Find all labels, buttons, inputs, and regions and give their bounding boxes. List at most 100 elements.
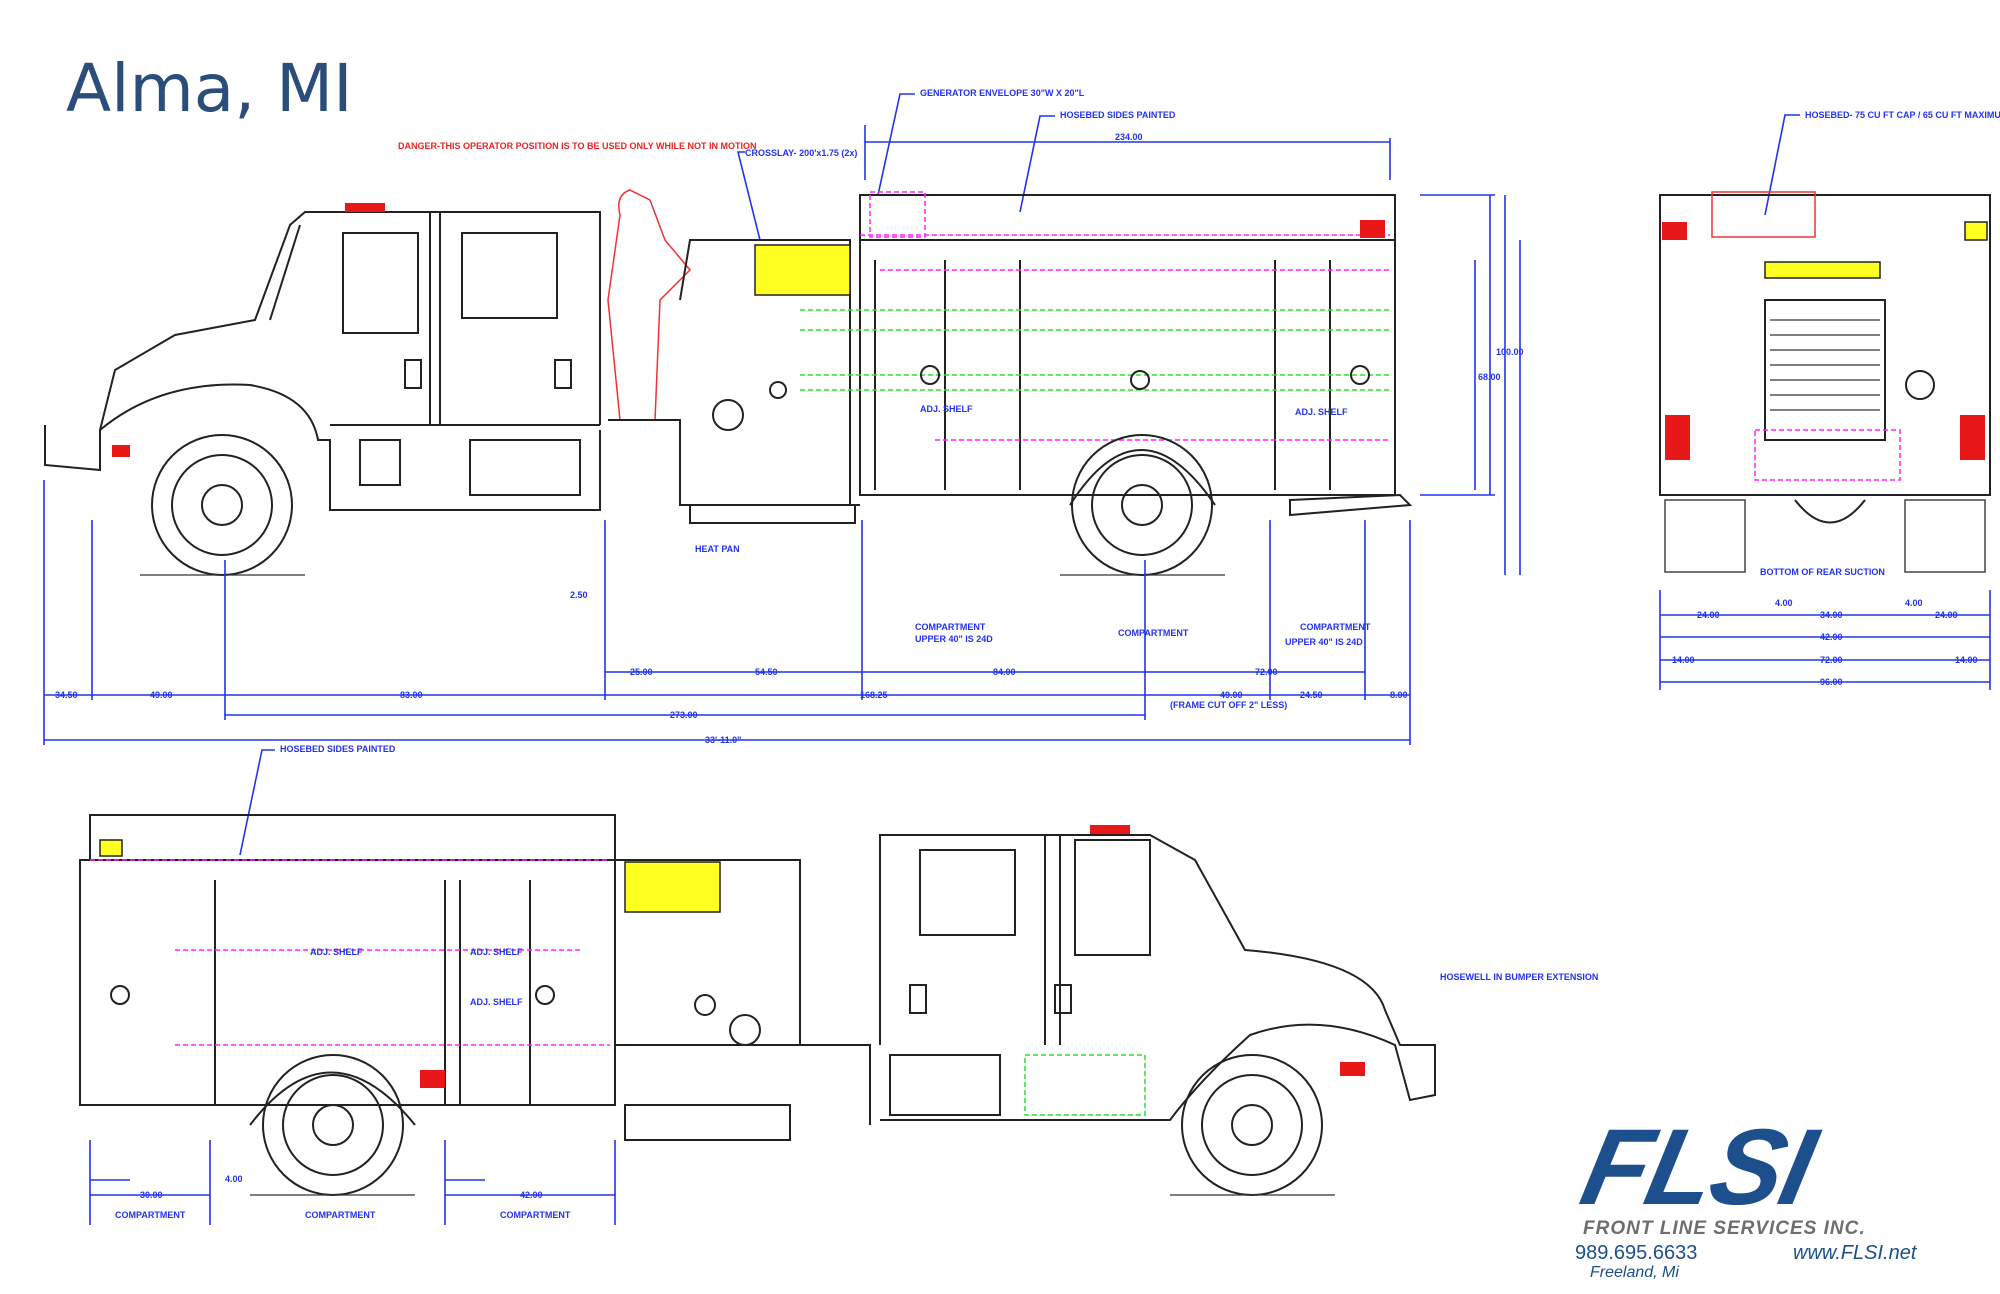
dimension-label: 24.00 [1935, 610, 1958, 620]
drawing-line [1770, 319, 1880, 411]
drawing-line [469, 439, 581, 496]
dimension-label: 25.00 [630, 667, 653, 677]
dimension-label: ADJ. SHELF [470, 947, 523, 957]
dimension-label: (FRAME CUT OFF 2" LESS) [1170, 700, 1287, 710]
drawing-line [90, 859, 610, 1046]
dimension-label: 4.00 [1905, 598, 1923, 608]
drawing-line [1360, 220, 1385, 238]
dimension-label: COMPARTMENT [1118, 628, 1189, 638]
drawing-line [1289, 493, 1413, 517]
drawing-line [859, 194, 1396, 496]
drawing-line [729, 1014, 761, 1046]
location: Freeland, Mi [1590, 1264, 1679, 1281]
drawing-line [800, 309, 1390, 391]
dimension-label: HEAT PAN [695, 544, 740, 554]
drawing-line [1054, 984, 1072, 1014]
drawing-line [769, 381, 787, 399]
drawing-line [879, 834, 1436, 1121]
drawing-line [99, 383, 601, 511]
company-name: FRONT LINE SERVICES INC. [1583, 1218, 1866, 1239]
drawing-line [1074, 839, 1151, 956]
dimension-label: BOTTOM OF REAR SUCTION [1760, 567, 1885, 577]
drawing-line [1764, 114, 1800, 216]
front-wheel-bottom [1181, 1054, 1323, 1196]
dimension-label: 24.50 [1300, 690, 1323, 700]
dimension-label: 24.00 [1697, 610, 1720, 620]
drawing-line [1420, 194, 1495, 496]
danger-note: DANGER-THIS OPERATOR POSITION IS TO BE U… [398, 141, 757, 151]
drawing-line [554, 359, 572, 389]
dimension-label: ADJ. SHELF [470, 997, 523, 1007]
drawing-line [1090, 825, 1130, 834]
side-view-driver: DANGER-THIS OPERATOR POSITION IS TO BE U… [43, 88, 1524, 745]
rear-wheel-bottom [262, 1054, 404, 1196]
drawing-line [712, 399, 744, 431]
dimension-label: 84.00 [993, 667, 1016, 677]
dimension-label: 42.00 [1820, 632, 1843, 642]
drawing-line [345, 203, 385, 212]
dimension-label: 54.50 [755, 667, 778, 677]
dimension-label: 96.00 [1820, 677, 1843, 687]
dimension-label: 83.00 [400, 690, 423, 700]
page-title: Alma, MI [66, 50, 353, 127]
rear-wheel [1071, 434, 1213, 576]
dimension-label: COMPARTMENT [915, 622, 986, 632]
drawing-line [1905, 370, 1935, 400]
dimension-label: 14.00 [1672, 655, 1695, 665]
dimension-label: 49.00 [1220, 690, 1243, 700]
drawing-line [1091, 454, 1193, 556]
dimension-label: COMPARTMENT [1300, 622, 1371, 632]
drawing-line [1231, 1104, 1273, 1146]
dimension-label: 72.00 [1820, 655, 1843, 665]
drawing-line [1659, 194, 1991, 496]
drawing-line [1711, 191, 1816, 238]
dimension-label: 168.25 [860, 690, 888, 700]
dimension-label: ADJ. SHELF [310, 947, 363, 957]
drawing-line [535, 985, 555, 1005]
dimension-label: 34.50 [55, 690, 78, 700]
crosslay-hose [754, 244, 851, 296]
drawing-line [312, 1104, 354, 1146]
dimension-label: UPPER 40" IS 24D [1285, 637, 1363, 647]
drawing-line [44, 694, 1410, 741]
drawing-line [1121, 484, 1163, 526]
crosslay-note: CROSSLAY- 200'x1.75 (2x) [745, 148, 857, 158]
dimension-label: 42.00 [520, 1190, 543, 1200]
drawing-line [1504, 195, 1991, 690]
drawing-line [239, 749, 275, 856]
drawing-line [89, 814, 616, 861]
drawing-line [249, 1071, 416, 1126]
dimension-label: COMPARTMENT [115, 1210, 186, 1220]
dimension-label: 100.00 [1496, 347, 1524, 357]
drawing-line [694, 994, 716, 1016]
drawing-line [404, 359, 422, 389]
drawing-line [1044, 835, 1061, 1045]
website-link[interactable]: www.FLSI.net [1793, 1242, 1917, 1264]
dimension-label: 8.00 [1390, 690, 1408, 700]
drawing-line [689, 504, 856, 524]
drawing-line [342, 232, 419, 334]
drawing-line [1764, 299, 1886, 441]
drawing-line [1964, 221, 1988, 241]
drawing-line [1794, 499, 1866, 524]
operator-figure [607, 189, 692, 421]
logo-wordmark: FLSI [1572, 1106, 1824, 1227]
drawing-line [89, 1140, 616, 1225]
hosebed-note-bottom: HOSEBED SIDES PAINTED [280, 744, 396, 754]
dimension-label: COMPARTMENT [500, 1210, 571, 1220]
drawing-line [1350, 365, 1370, 385]
dimension-label: UPPER 40" IS 24D [915, 634, 993, 644]
drawing-line [1665, 415, 1690, 460]
drawing-line [99, 839, 123, 857]
drawing-line [1904, 499, 1986, 573]
drawing-line [1664, 499, 1746, 573]
drawing-line [201, 484, 243, 526]
drawing-line [1662, 222, 1687, 240]
hosebed-rear-note: HOSEBED- 75 CU FT CAP / 65 CU FT MAXIMUM… [1805, 110, 2000, 120]
hosebed-note-top: HOSEBED SIDES PAINTED [1060, 110, 1176, 120]
drawing-line [919, 849, 1016, 936]
drawing-line [889, 1054, 1001, 1116]
drawing-line [1960, 415, 1985, 460]
dimension-label: 68.00 [1478, 372, 1501, 382]
